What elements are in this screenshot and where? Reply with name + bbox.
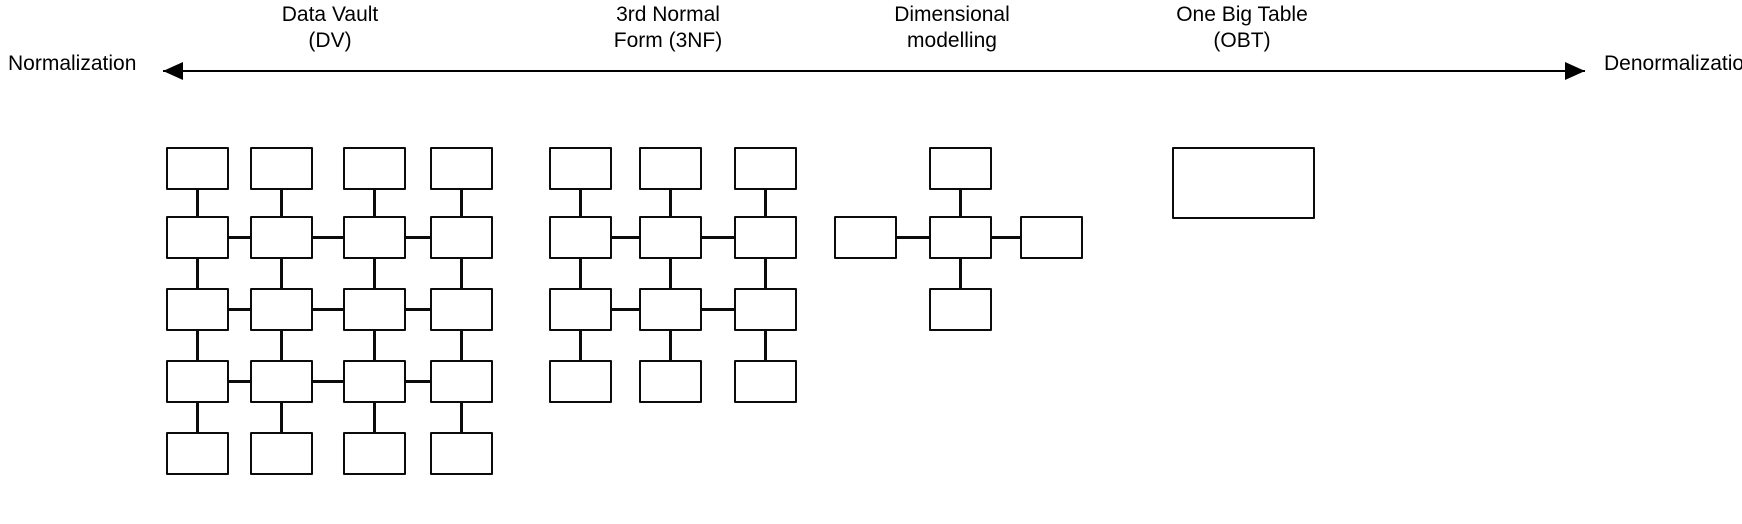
category-label-line2: Form (3NF): [613, 29, 723, 52]
connector-v-data-vault-dv: [280, 403, 283, 432]
connector-h-data-vault-dv: [313, 308, 343, 311]
node-box-dimensional-modelling-center[interactable]: [929, 216, 992, 259]
node-box-data-vault-dv[interactable]: [166, 288, 229, 331]
node-box-data-vault-dv[interactable]: [343, 360, 406, 403]
node-box-dimensional-modelling-bottom[interactable]: [929, 288, 992, 331]
node-box-data-vault-dv[interactable]: [166, 432, 229, 475]
category-label-data-vault: Data Vault (DV): [200, 2, 460, 54]
node-box-data-vault-dv[interactable]: [250, 360, 313, 403]
node-box-data-vault-dv[interactable]: [343, 432, 406, 475]
node-box-3rd-normal-form-3nf[interactable]: [549, 360, 612, 403]
category-label-line1: Dimensional: [894, 3, 1010, 26]
connector-v-data-vault-dv: [196, 331, 199, 360]
node-box-dimensional-modelling-left[interactable]: [834, 216, 897, 259]
node-box-data-vault-dv[interactable]: [166, 216, 229, 259]
connector-h-3rd-normal-form-3nf: [702, 308, 734, 311]
connector-v-data-vault-dv: [460, 259, 463, 288]
connector-v-3rd-normal-form-3nf: [764, 190, 767, 216]
category-label-dimensional-modelling: Dimensional modelling: [822, 2, 1082, 54]
node-box-data-vault-dv[interactable]: [250, 288, 313, 331]
node-box-one-big-table-obt[interactable]: [1172, 147, 1315, 219]
node-box-data-vault-dv[interactable]: [430, 147, 493, 190]
connector-h-data-vault-dv: [313, 236, 343, 239]
connector-h-dimensional-modelling: [992, 236, 1020, 239]
node-box-3rd-normal-form-3nf[interactable]: [734, 288, 797, 331]
node-box-3rd-normal-form-3nf[interactable]: [639, 216, 702, 259]
node-box-data-vault-dv[interactable]: [250, 216, 313, 259]
node-box-3rd-normal-form-3nf[interactable]: [639, 147, 702, 190]
connector-h-data-vault-dv: [229, 380, 250, 383]
node-box-3rd-normal-form-3nf[interactable]: [734, 360, 797, 403]
connector-h-data-vault-dv: [406, 236, 430, 239]
category-label-line1: 3rd Normal: [616, 3, 720, 26]
connector-h-dimensional-modelling: [897, 236, 929, 239]
node-box-data-vault-dv[interactable]: [250, 432, 313, 475]
connector-v-data-vault-dv: [280, 190, 283, 216]
node-box-3rd-normal-form-3nf[interactable]: [734, 216, 797, 259]
category-label-third-normal-form: 3rd Normal Form (3NF): [538, 2, 798, 54]
spectrum-axis-line: [163, 70, 1585, 72]
node-box-data-vault-dv[interactable]: [343, 288, 406, 331]
connector-v-3rd-normal-form-3nf: [579, 331, 582, 360]
connector-v-data-vault-dv: [460, 403, 463, 432]
connector-v-data-vault-dv: [373, 331, 376, 360]
connector-h-data-vault-dv: [313, 380, 343, 383]
category-label-one-big-table: One Big Table (OBT): [1112, 2, 1372, 54]
node-box-3rd-normal-form-3nf[interactable]: [549, 288, 612, 331]
connector-v-dimensional-modelling: [959, 259, 962, 288]
connector-v-data-vault-dv: [196, 259, 199, 288]
node-box-data-vault-dv[interactable]: [430, 216, 493, 259]
connector-v-3rd-normal-form-3nf: [764, 331, 767, 360]
node-box-3rd-normal-form-3nf[interactable]: [639, 288, 702, 331]
connector-v-3rd-normal-form-3nf: [669, 259, 672, 288]
category-label-line2: modelling: [907, 29, 997, 52]
node-box-data-vault-dv[interactable]: [430, 288, 493, 331]
connector-v-3rd-normal-form-3nf: [579, 190, 582, 216]
connector-h-3rd-normal-form-3nf: [612, 236, 639, 239]
node-box-dimensional-modelling-top[interactable]: [929, 147, 992, 190]
node-box-data-vault-dv[interactable]: [430, 360, 493, 403]
connector-v-data-vault-dv: [280, 259, 283, 288]
connector-v-data-vault-dv: [196, 403, 199, 432]
node-box-data-vault-dv[interactable]: [166, 147, 229, 190]
category-label-line1: Data Vault: [281, 3, 379, 26]
connector-v-data-vault-dv: [460, 190, 463, 216]
category-label-line1: One Big Table: [1176, 3, 1308, 26]
node-box-3rd-normal-form-3nf[interactable]: [734, 147, 797, 190]
node-box-data-vault-dv[interactable]: [250, 147, 313, 190]
connector-v-data-vault-dv: [460, 331, 463, 360]
category-label-line2: (OBT): [1213, 29, 1271, 52]
axis-label-normalization: Normalization: [8, 52, 137, 75]
node-box-3rd-normal-form-3nf[interactable]: [549, 147, 612, 190]
connector-v-data-vault-dv: [373, 190, 376, 216]
connector-v-data-vault-dv: [196, 190, 199, 216]
arrow-left-icon: [163, 62, 183, 80]
connector-h-data-vault-dv: [229, 236, 250, 239]
axis-label-denormalization: Denormalization: [1604, 52, 1742, 75]
node-box-dimensional-modelling-right[interactable]: [1020, 216, 1083, 259]
connector-v-3rd-normal-form-3nf: [579, 259, 582, 288]
node-box-data-vault-dv[interactable]: [343, 147, 406, 190]
node-box-3rd-normal-form-3nf[interactable]: [639, 360, 702, 403]
node-box-data-vault-dv[interactable]: [343, 216, 406, 259]
connector-v-data-vault-dv: [373, 403, 376, 432]
node-box-data-vault-dv[interactable]: [430, 432, 493, 475]
connector-v-data-vault-dv: [373, 259, 376, 288]
node-box-data-vault-dv[interactable]: [166, 360, 229, 403]
connector-v-data-vault-dv: [280, 331, 283, 360]
connector-h-3rd-normal-form-3nf: [702, 236, 734, 239]
connector-v-3rd-normal-form-3nf: [669, 190, 672, 216]
connector-h-data-vault-dv: [229, 308, 250, 311]
connector-v-3rd-normal-form-3nf: [669, 331, 672, 360]
arrow-right-icon: [1565, 62, 1585, 80]
connector-v-3rd-normal-form-3nf: [764, 259, 767, 288]
connector-h-data-vault-dv: [406, 380, 430, 383]
category-label-line2: (DV): [308, 29, 352, 52]
connector-h-3rd-normal-form-3nf: [612, 308, 639, 311]
connector-h-data-vault-dv: [406, 308, 430, 311]
connector-v-dimensional-modelling: [959, 190, 962, 216]
node-box-3rd-normal-form-3nf[interactable]: [549, 216, 612, 259]
